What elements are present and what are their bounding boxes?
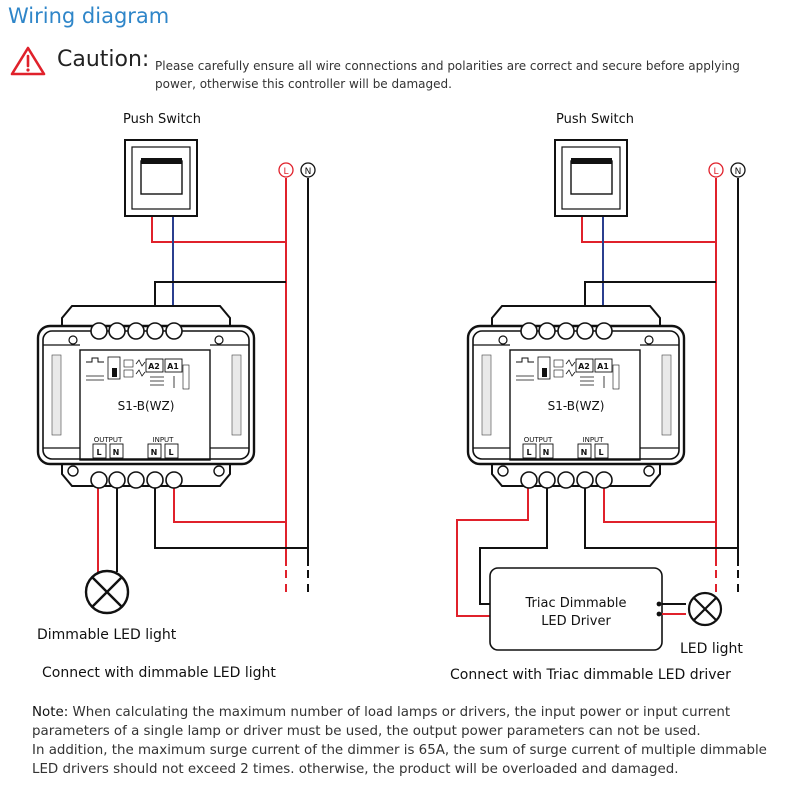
note-label: Note: (32, 705, 69, 720)
led-lamp-icon (84, 569, 130, 615)
right-push-switch-label: Push Switch (556, 112, 634, 127)
terminal-a2-label: A2 (148, 362, 160, 371)
neutral-marker-label: N (735, 167, 742, 177)
note-line2: In addition, the maximum surge current o… (32, 743, 767, 777)
input-label: INPUT (583, 436, 605, 444)
note-block: Note: When calculating the maximum numbe… (32, 703, 777, 779)
live-marker-icon (278, 162, 294, 178)
page-title: Wiring diagram (8, 4, 170, 28)
live-marker-label: L (283, 167, 288, 177)
input-label: INPUT (153, 436, 175, 444)
controller-icon (36, 304, 256, 490)
left-caption: Connect with dimmable LED light (42, 665, 276, 681)
live-marker-icon (708, 162, 724, 178)
wiring-diagram: L N S1-B(WZ) A2 A1 OUTPUT INPUT L N N L (36, 139, 746, 651)
caution-text: Please carefully ensure all wire connect… (155, 59, 740, 91)
output-n-label: N (543, 448, 550, 457)
warning-icon (10, 46, 46, 76)
neutral-marker-icon (300, 162, 316, 178)
right-light-label: LED light (680, 641, 743, 657)
right-caption: Connect with Triac dimmable LED driver (450, 667, 731, 683)
input-l-label: L (598, 448, 603, 457)
output-n-label: N (113, 448, 120, 457)
driver-box (489, 567, 663, 651)
controller-icon (466, 304, 686, 490)
output-l-label: L (526, 448, 531, 457)
terminal-a2-label: A2 (578, 362, 590, 371)
left-light-label: Dimmable LED light (37, 627, 177, 643)
push-switch-icon (554, 139, 628, 217)
output-label: OUTPUT (524, 436, 553, 444)
driver-line2: LED Driver (541, 614, 611, 629)
output-label: OUTPUT (94, 436, 123, 444)
input-n-label: N (581, 448, 588, 457)
live-marker-label: L (713, 167, 718, 177)
terminal-a1-label: A1 (597, 362, 609, 371)
input-l-label: L (168, 448, 173, 457)
note-line1: When calculating the maximum number of l… (32, 705, 731, 739)
driver-line1: Triac Dimmable (524, 596, 626, 611)
input-n-label: N (151, 448, 158, 457)
left-diagram: L N S1-B(WZ) A2 A1 OUTPUT INPUT L N N L (36, 139, 316, 615)
right-diagram: Triac Dimmable LED Driver L N S1-B(WZ) A… (456, 139, 746, 651)
led-light-icon (687, 591, 723, 627)
controller-model: S1-B(WZ) (118, 399, 175, 413)
caution-label: Caution: (57, 47, 150, 72)
output-l-label: L (96, 448, 101, 457)
neutral-marker-icon (730, 162, 746, 178)
push-switch-icon (124, 139, 198, 217)
controller-model: S1-B(WZ) (548, 399, 605, 413)
left-push-switch-label: Push Switch (123, 112, 201, 127)
neutral-marker-label: N (305, 167, 312, 177)
terminal-a1-label: A1 (167, 362, 179, 371)
